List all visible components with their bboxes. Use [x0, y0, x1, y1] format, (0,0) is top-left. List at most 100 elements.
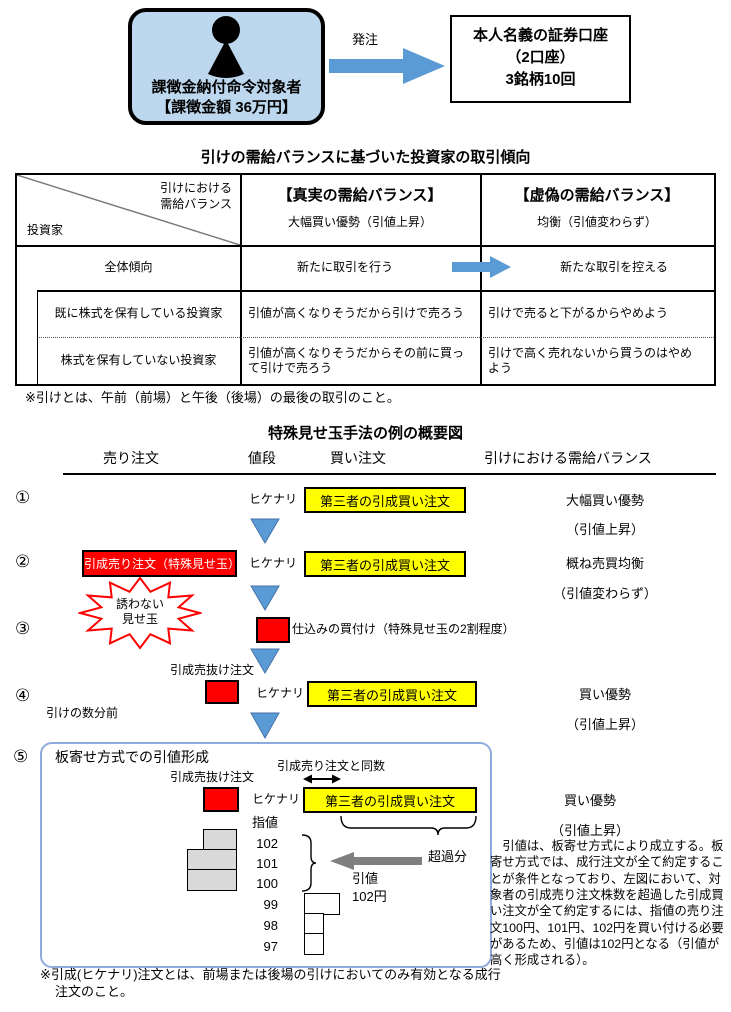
table-dotted-line	[37, 337, 714, 338]
step2-fake-sell-box: 引成売り注文（特殊見せ玉）	[82, 550, 240, 577]
row1-false: 新たな取引を控える	[560, 260, 668, 274]
corner-top-line1: 引けにおける	[159, 181, 232, 195]
down-arrow-icon-1	[250, 518, 280, 544]
diagram-footnote-line2: 注文のこと。	[55, 984, 134, 999]
row2-label: 既に株式を保有している投資家	[54, 306, 223, 320]
price-100: 100	[256, 876, 278, 891]
diagram-col-buy: 買い注文	[330, 450, 386, 466]
buy-block-98	[304, 913, 324, 935]
step5-third-party-buy-box: 第三者の引成買い注文	[303, 787, 477, 813]
step2-balance-sub: （引値変わらず）	[553, 586, 657, 601]
step3-buy-block	[256, 617, 290, 643]
table-row-line	[37, 290, 714, 292]
row1-label: 全体傾向	[104, 260, 153, 274]
step2-hikenari-label: ヒケナリ	[249, 556, 298, 570]
step5-sell-block	[203, 787, 239, 812]
step4-time-label: 引けの数分前	[46, 706, 119, 720]
account-line3: 3銘柄10回	[505, 71, 576, 88]
step2-third-party-buy-box: 第三者の引成買い注文	[304, 551, 466, 577]
close-price-label: 引値	[352, 871, 379, 886]
diagram-title: 特殊見せ玉手法の例の概要図	[267, 425, 463, 442]
price-98: 98	[263, 918, 278, 933]
table-vline-2	[480, 175, 482, 384]
diagram-col-sell: 売り注文	[103, 450, 159, 466]
offender-label-line1: 課徴金納付命令対象者	[151, 79, 302, 96]
row3-label: 株式を保有していない投資家	[60, 353, 217, 367]
price-97: 97	[263, 939, 278, 954]
step1-number: ①	[15, 488, 31, 507]
table-header-line	[17, 245, 714, 247]
step1-balance-sub: （引値上昇）	[565, 522, 644, 537]
step5-description: 引値は、板寄せ方式により成立する。板寄せ方式では、成行注文が全て約定することが条…	[490, 839, 724, 968]
price-101: 101	[256, 856, 278, 871]
step5-balance-sub: （引値上昇）	[550, 823, 629, 838]
diagram-header-rule	[63, 473, 716, 475]
diagram-col-balance: 引けにおける需給バランス	[484, 450, 652, 466]
step4-hikenari-label: ヒケナリ	[256, 686, 305, 700]
col-false-header: 【虚偽の需給バランス】	[514, 187, 680, 204]
step5-limit-label: 指値	[252, 815, 279, 830]
sell-block-102	[203, 829, 237, 851]
step4-balance-sub: （引値上昇）	[565, 717, 644, 732]
offender-label-line2: 【課徴金額 36万円】	[156, 99, 297, 116]
corner-top-line2: 需給バランス	[160, 197, 232, 211]
price-99: 99	[263, 897, 278, 912]
buy-block-97	[304, 933, 324, 955]
down-arrow-icon-2	[250, 585, 280, 611]
order-arrow-icon	[329, 47, 446, 85]
step3-number: ③	[15, 619, 31, 638]
row1-true: 新たに取引を行う	[296, 260, 393, 274]
account-line1: 本人名義の証券口座	[472, 27, 608, 44]
step4-balance-main: 買い優勢	[578, 687, 631, 702]
step5-balance-main: 買い優勢	[563, 793, 616, 808]
double-arrow-icon	[303, 773, 341, 785]
row2-false: 引けで売ると下がるからやめよう	[488, 306, 669, 320]
diagram-col-price: 値段	[248, 450, 276, 466]
step1-third-party-buy-box: 第三者の引成買い注文	[304, 487, 466, 513]
table-vline-1	[240, 175, 242, 384]
step5-panel-title: 板寄せ方式での引値形成	[55, 749, 209, 765]
table-note: ※引けとは、午前（前場）と午後（後場）の最後の取引のこと。	[25, 390, 400, 405]
excess-label: 超過分	[428, 849, 468, 864]
account-box: 本人名義の証券口座 （2口座） 3銘柄10回	[450, 15, 631, 103]
step4-number: ④	[15, 686, 31, 705]
diagram-footnote-line1: ※引成(ヒケナリ)注文とは、前場または後場の引けにおいてのみ有効となる成行	[40, 967, 501, 982]
col-false-sub: 均衡（引値変わらず）	[537, 215, 657, 229]
row3-false: 引けで高く売れないから買うのはやめよう	[488, 345, 693, 375]
down-arrow-icon-4	[250, 712, 280, 739]
table-title: 引けの需給バランスに基づいた投資家の取引傾向	[200, 149, 531, 166]
step5-sell-exit-label: 引成売抜け注文	[170, 770, 255, 784]
step5-hikenari-label: ヒケナリ	[252, 792, 301, 806]
offender-box: 課徴金納付命令対象者 【課徴金額 36万円】	[128, 8, 325, 125]
step4-third-party-buy-box: 第三者の引成買い注文	[307, 681, 477, 707]
step1-hikenari-label: ヒケナリ	[249, 492, 298, 506]
step5-same-count-label: 引成売り注文と同数	[277, 759, 386, 773]
sell-block-100	[187, 869, 237, 891]
price-102: 102	[256, 836, 278, 851]
step2-balance-main: 概ね売買均衡	[565, 556, 644, 571]
sell-block-101	[187, 849, 237, 871]
row3-true: 引値が高くなりそうだからその前に買って引けで売ろう	[248, 345, 465, 375]
col-true-sub: 大幅買い優勢（引値上昇）	[287, 215, 432, 229]
row2-true: 引値が高くなりそうだから引けで売ろう	[248, 306, 465, 320]
col-true-header: 【真実の需給バランス】	[277, 187, 443, 204]
starburst-icon	[78, 576, 202, 650]
order-arrow-label: 発注	[352, 32, 379, 47]
price-range-brace-icon	[300, 834, 318, 892]
step2-number: ②	[15, 552, 31, 571]
underbrace-icon	[340, 815, 477, 837]
step5-number: ⑤	[13, 747, 29, 766]
step4-sell-exit-label: 引成売抜け注文	[170, 663, 255, 677]
itayose-panel	[40, 742, 492, 968]
excess-arrow-icon	[330, 852, 422, 870]
step4-sell-block	[205, 680, 239, 704]
table-indent-line	[37, 290, 38, 384]
corner-bottom-label: 投資家	[27, 223, 64, 237]
down-arrow-icon-3	[250, 648, 280, 674]
close-price-value: 102円	[352, 889, 387, 904]
step3-label: 仕込みの買付け（特殊見せ玉の2割程度）	[292, 622, 515, 636]
investor-behavior-table: 引けにおける 需給バランス 投資家 【真実の需給バランス】 大幅買い優勢（引値上…	[15, 173, 716, 386]
corner-diagonal	[17, 175, 240, 245]
table-arrow-icon	[452, 255, 512, 279]
